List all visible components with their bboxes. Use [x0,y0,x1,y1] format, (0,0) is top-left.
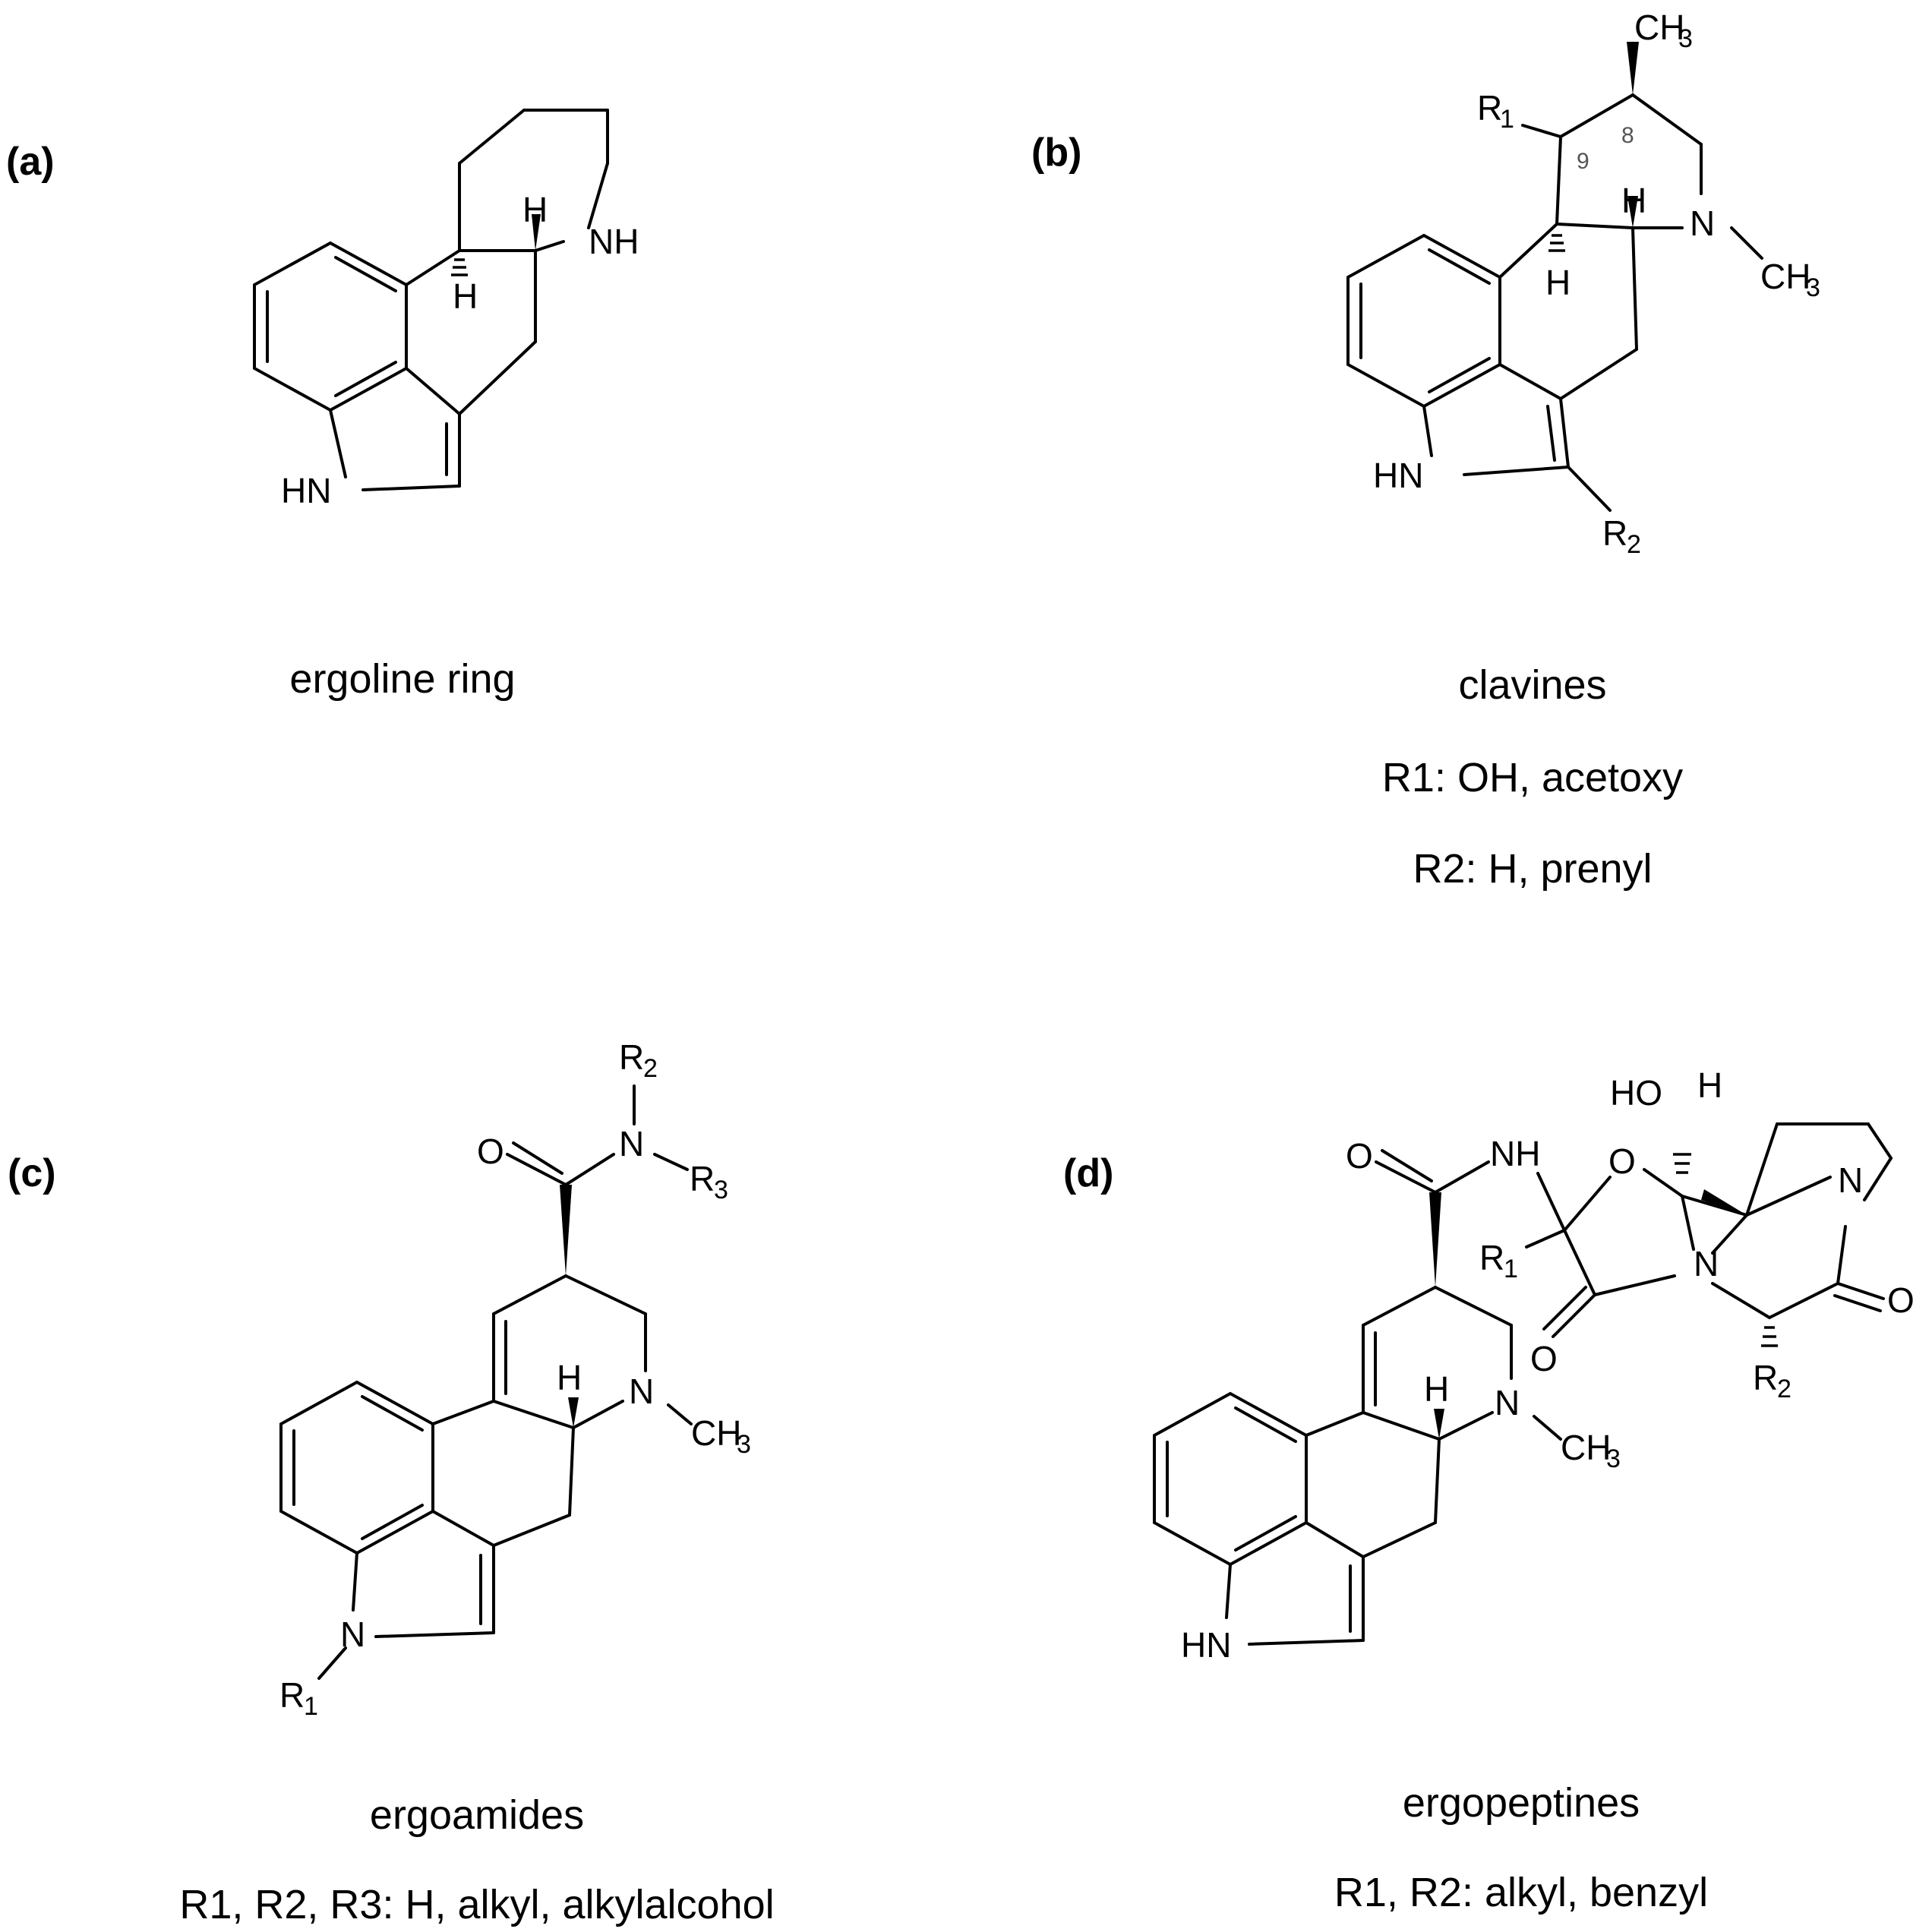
atom-ho: HO [1610,1073,1662,1113]
locant-9: 9 [1577,149,1589,174]
atom-h: H [1621,181,1646,220]
svg-text:2: 2 [1777,1375,1792,1403]
atom-h: H [1697,1065,1722,1105]
atom-n: N [1495,1383,1520,1422]
panel-d-note: R1, R2: alkyl, benzyl [1334,1870,1708,1915]
atom-h: H [1545,263,1571,302]
atom-hn: HN [281,471,331,510]
clavine-structure: CH 3 R 1 9 8 H H N CH 3 HN R 2 [1346,8,1820,559]
ergoamide-structure: R 2 O N R 3 H N CH 3 N R 1 [279,1037,751,1721]
panel-b-note-r2: R2: H, prenyl [1413,846,1652,892]
svg-text:1: 1 [1500,105,1514,134]
panel-d-label: (d) [1063,1151,1113,1195]
atom-o: O [1887,1280,1915,1320]
atom-hn: HN [1181,1625,1231,1665]
panel-c-note: R1, R2, R3: H, alkyl, alkylalcohol [179,1882,774,1927]
atom-nh: NH [1490,1134,1540,1173]
atom-n: N [1694,1244,1719,1283]
atom-o: O [477,1132,504,1171]
svg-text:3: 3 [714,1176,728,1204]
ergoline-ring-structure: H H NH HN [253,109,639,510]
atom-n: N [619,1124,644,1163]
panel-c-name: ergoamides [370,1792,584,1838]
svg-text:1: 1 [1504,1255,1518,1283]
atom-nh: NH [589,222,639,261]
panel-b-label: (b) [1031,131,1081,175]
svg-text:1: 1 [304,1692,318,1721]
atom-h: H [453,276,478,316]
atom-r2: R [619,1037,644,1077]
atom-n: N [1690,204,1715,243]
atom-hn: HN [1373,456,1423,495]
atom-ch3: CH [1561,1428,1611,1467]
atom-r2: R [1602,513,1627,553]
atom-h: H [1424,1369,1449,1409]
atom-r1: R [279,1675,305,1715]
locant-8: 8 [1621,123,1634,148]
svg-text:3: 3 [1678,24,1693,53]
atom-h: H [522,190,548,229]
svg-text:3: 3 [737,1430,751,1459]
panel-d: (d) [1063,1065,1915,1915]
atom-ch3: CH [1634,8,1684,47]
panel-d-name: ergopeptines [1403,1780,1640,1826]
svg-text:3: 3 [1806,273,1820,302]
atom-n: N [1838,1160,1863,1200]
svg-text:2: 2 [1627,530,1641,559]
panel-c-label: (c) [8,1151,56,1195]
atom-ch3: CH [1760,257,1810,296]
panel-b-name: clavines [1458,662,1606,708]
atom-r3: R [690,1159,715,1198]
atom-ch3: CH [691,1413,741,1453]
atom-r1: R [1479,1238,1504,1277]
atom-o: O [1608,1141,1636,1181]
atom-o: O [1530,1339,1558,1378]
atom-r2: R [1753,1358,1778,1397]
panel-a: (a) [6,109,639,702]
svg-text:3: 3 [1606,1444,1621,1473]
svg-text:2: 2 [643,1054,658,1083]
atom-o: O [1346,1136,1373,1176]
panel-a-name: ergoline ring [289,656,515,702]
panel-b: (b) [1031,8,1820,892]
panel-c: (c) [8,1037,775,1927]
panel-a-label: (a) [6,140,55,184]
panel-b-note-r1: R1: OH, acetoxy [1382,755,1683,800]
atom-n: N [629,1372,654,1411]
ergopeptine-structure: O NH O HO H N R 1 N O O R 2 H N CH 3 HN [1153,1065,1915,1665]
atom-r1: R [1477,88,1502,128]
atom-h: H [557,1358,582,1397]
atom-n: N [340,1615,365,1654]
